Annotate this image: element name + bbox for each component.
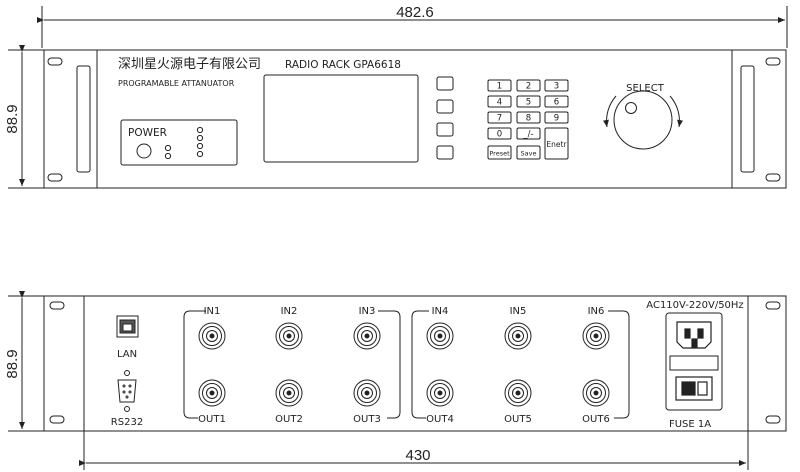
input-label: IN4 (432, 306, 449, 317)
bnc-input-5[interactable] (504, 322, 532, 350)
keypad-key-label: 7 (497, 114, 502, 124)
subtitle-text: PROGRAMABLE ATTANUATOR (118, 79, 235, 88)
keypad-key-label: 5 (526, 98, 531, 108)
keypad-key-label: 2 (526, 82, 531, 92)
bnc-output-2[interactable] (275, 379, 303, 407)
input-label: IN1 (204, 306, 221, 317)
output-label: OUT5 (504, 414, 532, 425)
keypad-key-label: 8 (526, 114, 531, 124)
model-text: RADIO RACK GPA6618 (285, 59, 401, 71)
knob-rotation-arrows (602, 95, 684, 128)
keypad-key-label: 9 (554, 114, 559, 124)
keypad-key-8[interactable]: 8 (516, 111, 541, 124)
keypad-key-label: 4 (497, 98, 502, 108)
select-knob[interactable] (613, 90, 673, 150)
input-label: IN2 (281, 306, 298, 317)
keypad-key-10[interactable]: 0 (487, 127, 512, 140)
bnc-output-4[interactable] (426, 379, 454, 407)
power-inlet-module (665, 312, 723, 411)
bnc-output-1[interactable] (198, 379, 226, 407)
input-label: IN3 (359, 306, 376, 317)
lcd-display (263, 74, 419, 163)
keypad-key-label: 6 (554, 98, 559, 108)
bnc-input-3[interactable] (353, 322, 381, 350)
lan-port[interactable] (116, 315, 139, 338)
top-width-label: 482.6 (396, 4, 434, 21)
keypad-key-4[interactable]: 4 (487, 95, 512, 108)
keypad-key-5[interactable]: 5 (516, 95, 541, 108)
output-label: OUT1 (198, 414, 226, 425)
top-width-dimension (37, 6, 788, 48)
bnc-output-3[interactable] (353, 379, 381, 407)
bottom-height-label: 88.9 (4, 349, 21, 378)
ac-inlet[interactable] (676, 321, 712, 349)
bnc-output-6[interactable] (582, 379, 610, 407)
bnc-input-1[interactable] (198, 322, 226, 350)
bottom-width-dimension (79, 431, 749, 470)
bnc-input-2[interactable] (275, 322, 303, 350)
bottom-width-label: 430 (405, 447, 430, 464)
top-height-dimension (8, 45, 44, 189)
soft-key-3[interactable] (436, 122, 454, 137)
keypad-key-9[interactable]: 9 (544, 111, 569, 124)
rs232-port[interactable] (117, 370, 137, 412)
keypad-key-label: _/- (522, 130, 533, 140)
keypad-key-label: 0 (497, 130, 502, 140)
bnc-input-4[interactable] (426, 322, 454, 350)
ac-label: AC110V-220V/50Hz (646, 300, 743, 311)
rs232-label: RS232 (111, 417, 143, 428)
connector-group-left (183, 310, 401, 419)
keypad-key-1[interactable]: 1 (487, 79, 512, 92)
output-label: OUT2 (275, 414, 303, 425)
output-label: OUT4 (426, 414, 454, 425)
lan-label: LAN (117, 349, 137, 360)
input-label: IN6 (588, 306, 605, 317)
soft-keys (436, 76, 454, 160)
front-panel (43, 49, 787, 189)
keypad-key-3[interactable]: 3 (544, 79, 569, 92)
output-label: OUT6 (582, 414, 610, 425)
keypad: 1 2 3 4 5 6 7 8 9 0 _/- Preset Save Enetr (487, 79, 569, 160)
save-key[interactable]: Save (516, 145, 541, 160)
bnc-output-5[interactable] (504, 379, 532, 407)
select-label: SELECT (626, 83, 665, 94)
top-height-label: 88.9 (4, 104, 21, 133)
keypad-key-label: 1 (497, 82, 502, 92)
soft-key-4[interactable] (436, 145, 454, 160)
keypad-key-11[interactable]: _/- (516, 127, 541, 140)
input-label: IN5 (510, 306, 527, 317)
enter-label: Enetr (546, 140, 567, 149)
save-label: Save (521, 150, 537, 158)
output-label: OUT3 (353, 414, 381, 425)
keypad-key-2[interactable]: 2 (516, 79, 541, 92)
soft-key-1[interactable] (436, 76, 454, 91)
soft-key-2[interactable] (436, 99, 454, 114)
bottom-height-dimension (8, 291, 44, 432)
connector-group-right (411, 310, 630, 419)
power-button[interactable] (136, 143, 152, 159)
fuse-label: FUSE 1A (669, 419, 711, 430)
brand-text: 深圳星火源电子有限公司 (118, 57, 261, 72)
rear-panel (43, 295, 787, 432)
bnc-input-6[interactable] (582, 322, 610, 350)
power-module (120, 119, 238, 166)
preset-label: Preset (489, 150, 510, 158)
power-switch[interactable] (675, 376, 713, 401)
preset-key[interactable]: Preset (487, 145, 512, 160)
keypad-key-7[interactable]: 7 (487, 111, 512, 124)
enter-key[interactable]: Enetr (544, 127, 569, 160)
keypad-key-label: 3 (554, 82, 559, 92)
power-label: POWER (128, 127, 167, 139)
power-indicators (164, 126, 204, 160)
keypad-key-6[interactable]: 6 (544, 95, 569, 108)
